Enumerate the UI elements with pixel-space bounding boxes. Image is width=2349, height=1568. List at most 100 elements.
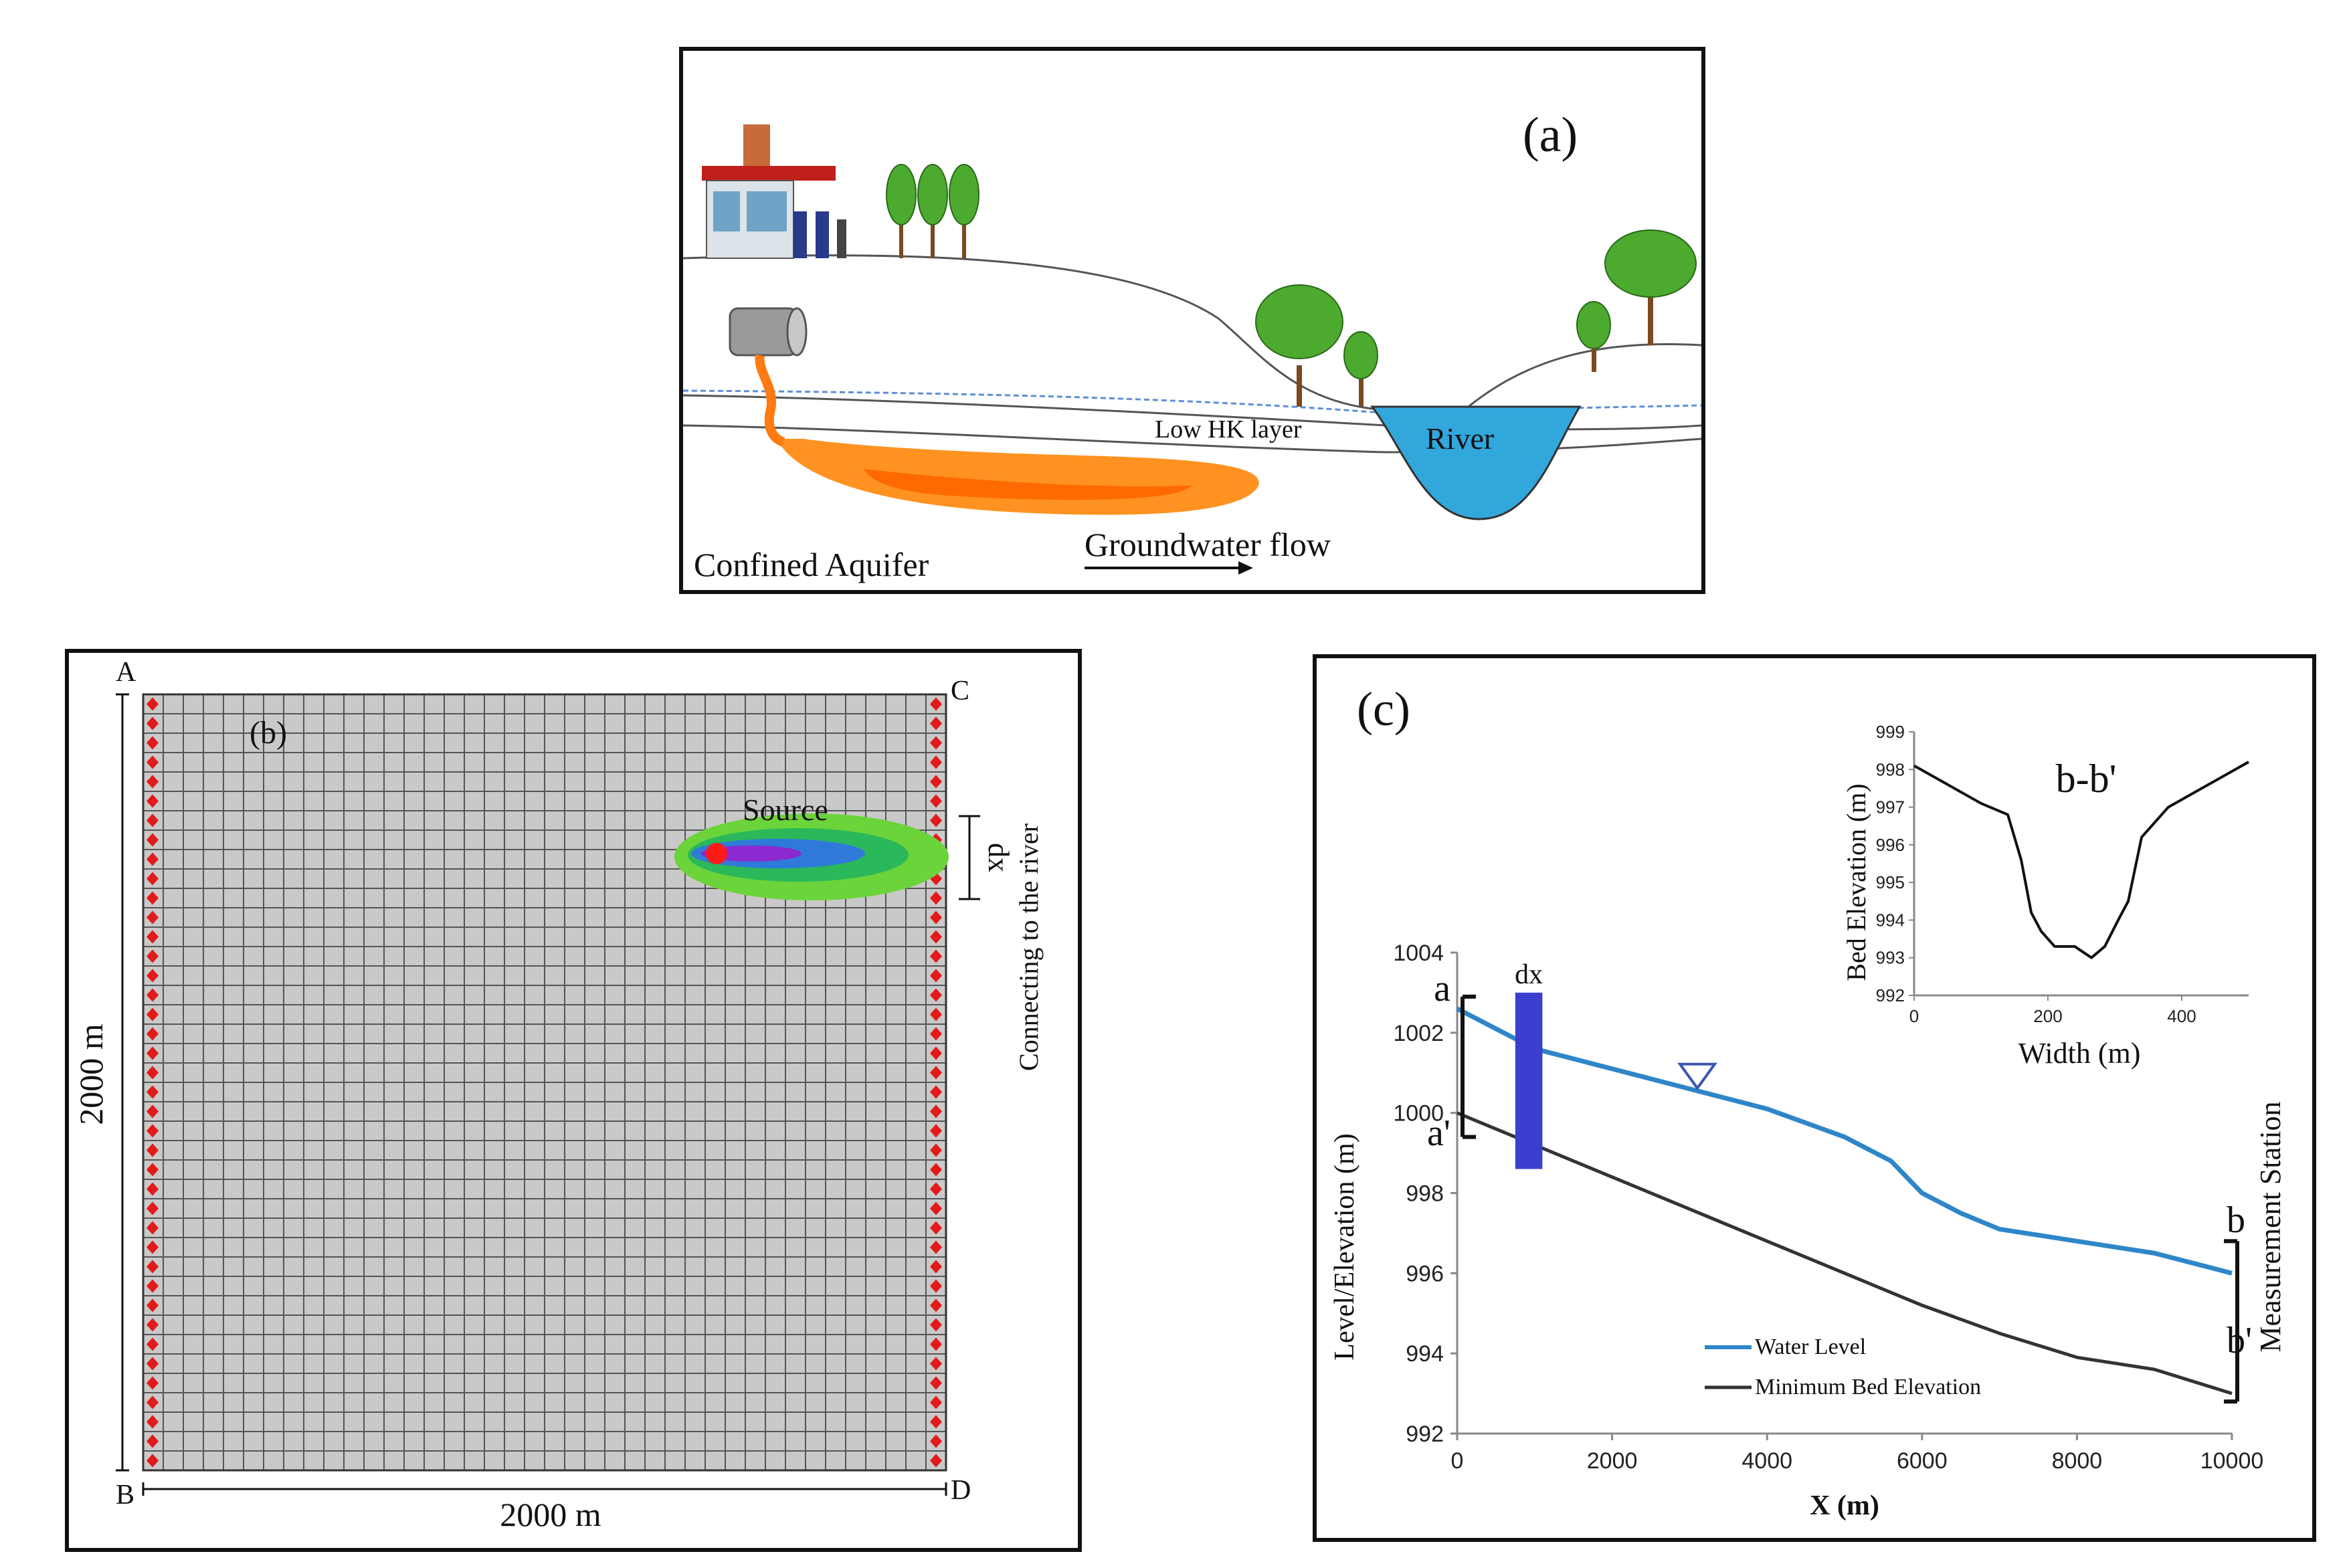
boundary-marker [147,1260,159,1274]
a-prime-label: a' [1427,1112,1450,1154]
boundary-marker [930,736,942,750]
boundary-marker [930,1260,942,1274]
boundary-marker [147,755,159,769]
inset-x-tick-label: 0 [1909,1006,1919,1026]
boundary-marker [930,1357,942,1371]
water-table-line [683,389,1701,413]
corner-c-label: C [951,676,969,706]
boundary-marker [147,852,159,866]
y-tick-label: 998 [1406,1181,1444,1207]
boundary-marker [147,1318,159,1332]
x-tick-label: 6000 [1897,1448,1948,1474]
boundary-marker [147,794,159,808]
confined-aquifer-label: Confined Aquifer [694,546,929,583]
low-hk-layer-label: Low HK layer [1155,415,1302,444]
panel-a-schematic: River Low HK layer [679,47,1705,594]
corner-b-label: B [116,1480,134,1510]
bed-profile-line [1913,761,2249,959]
groundwater-flow-label: Groundwater flow [1085,526,1331,563]
boundary-marker [930,1163,942,1177]
boundary-marker [147,1298,159,1312]
a-bracket [1461,994,1476,1139]
legend-water-label: Water Level [1755,1335,1866,1359]
low-hk-layer-bottom [683,424,1701,454]
boundary-marker [930,891,942,905]
boundary-marker [147,1104,159,1118]
boundary-marker [930,1337,942,1351]
inset-y-tick-label: 995 [1876,872,1905,892]
main-x-axis-label: X (m) [1810,1490,1879,1521]
inset-x-axis-label: Width (m) [2018,1037,2141,1070]
boundary-marker [930,1046,942,1060]
dx-bar-label: dx [1515,959,1543,990]
boundary-marker [930,988,942,1002]
inset-title: b-b' [2056,757,2117,801]
main-chart-series [1456,1006,2233,1395]
boundary-marker [930,1085,942,1099]
boundary-marker [930,969,942,983]
boundary-marker [930,1221,942,1235]
boundary-marker [930,775,942,789]
boundary-marker [147,930,159,944]
panel-c-tag: (c) [1357,682,1410,736]
boundary-marker [930,1240,942,1254]
boundary-marker [147,1124,159,1138]
boundary-marker [930,1143,942,1157]
boundary-marker [147,1163,159,1177]
boundary-marker [147,910,159,924]
boundary-marker [147,949,159,963]
inset-y-tick-label: 996 [1876,835,1905,855]
inset-x-tick-label: 200 [2033,1006,2062,1026]
boundary-marker [930,910,942,924]
inset-y-tick-label: 997 [1876,797,1905,817]
y-tick-label: 996 [1406,1261,1444,1286]
main-y-axis-label: Level/Elevation (m) [1329,1133,1360,1360]
boundary-marker [147,1182,159,1196]
inset-y-tick-label: 998 [1876,759,1905,779]
boundary-marker [147,716,159,730]
river-connection-note: Connecting to the river [1014,823,1044,1071]
boundary-marker [147,775,159,789]
y-tick-label: 1002 [1393,1021,1444,1046]
boundary-marker [147,1066,159,1080]
inset-y-tick-label: 994 [1876,910,1905,930]
x-tick-label: 2000 [1587,1448,1638,1474]
right-boundary-markers [930,697,942,1468]
corner-d-label: D [951,1475,971,1506]
boundary-marker [930,1434,942,1448]
b-label: b [2227,1199,2245,1241]
low-hk-layer-top [683,394,1701,431]
boundary-marker [147,1376,159,1390]
boundary-marker [930,697,942,711]
width-label: 2000 m [500,1496,601,1533]
boundary-marker [147,1395,159,1409]
panel-b-tag: (b) [250,715,287,751]
boundary-marker [930,716,942,730]
boundary-marker [930,1415,942,1429]
boundary-marker [147,1221,159,1235]
corner-a-label: A [116,657,136,688]
dx-bar [1515,992,1543,1169]
boundary-marker [147,1027,159,1041]
gas-station-icon [702,124,846,259]
boundary-marker [930,1318,942,1332]
flow-arrow-icon [1085,561,1253,575]
boundary-marker [930,1395,942,1409]
boundary-marker [930,1182,942,1196]
panel-a-tag: (a) [1523,108,1578,163]
boundary-marker [147,1415,159,1429]
boundary-marker [147,1240,159,1254]
legend-bed-label: Minimum Bed Elevation [1755,1375,1981,1399]
boundary-marker [147,1143,159,1157]
bed-elevation-line [1457,1111,2233,1395]
grid-svg: Source dx Connecting to the river A C B … [72,657,1044,1533]
boundary-marker [147,891,159,905]
boundary-marker [147,1337,159,1351]
water-table-symbol-icon [1677,1062,1717,1091]
boundary-marker [930,813,942,827]
a-label: a [1434,968,1450,1009]
width-dimension-line [142,1482,947,1496]
inset-y-tick-label: 999 [1876,722,1905,742]
